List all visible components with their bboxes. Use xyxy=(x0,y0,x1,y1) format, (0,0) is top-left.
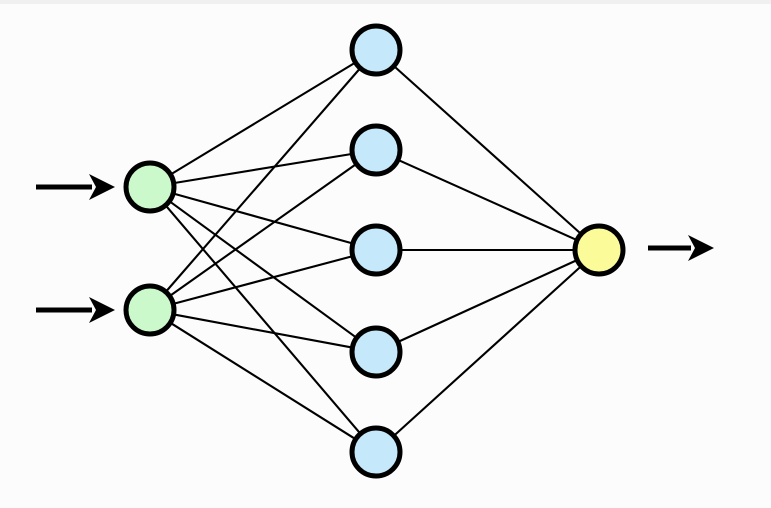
edges-group xyxy=(165,62,582,440)
arrows-group xyxy=(36,174,714,323)
edge-i1-h4 xyxy=(169,200,357,339)
edge-i1-h1 xyxy=(170,62,356,175)
edge-i2-h1 xyxy=(165,68,361,292)
edge-i1-h2 xyxy=(174,153,352,184)
node-h1[interactable] xyxy=(349,23,403,77)
edge-h2-o1 xyxy=(398,159,577,241)
input-arrow-bottom-head xyxy=(89,297,115,323)
input-arrow-bottom xyxy=(36,297,115,323)
edge-i1-h3 xyxy=(173,192,353,245)
top-border-band xyxy=(0,0,771,4)
edge-i2-h2 xyxy=(169,163,357,297)
edge-h4-o1 xyxy=(398,259,577,343)
input-arrow-top-head xyxy=(89,174,115,200)
node-h4[interactable] xyxy=(349,325,403,379)
edge-h1-o1 xyxy=(393,65,582,235)
nodes-group xyxy=(123,23,626,479)
edge-i2-h5 xyxy=(170,322,356,440)
node-i2[interactable] xyxy=(123,283,177,337)
edge-i2-h4 xyxy=(174,313,352,349)
node-o1[interactable] xyxy=(572,223,626,277)
node-i1[interactable] xyxy=(123,160,177,214)
edge-i1-h5 xyxy=(165,205,361,434)
node-h2[interactable] xyxy=(349,123,403,177)
input-arrow-top xyxy=(36,174,115,200)
node-h3[interactable] xyxy=(349,223,403,277)
output-arrow-head xyxy=(688,235,714,261)
output-arrow xyxy=(648,235,714,261)
edge-h5-o1 xyxy=(393,266,582,436)
node-h5[interactable] xyxy=(349,425,403,479)
edge-i2-h3 xyxy=(173,255,353,305)
